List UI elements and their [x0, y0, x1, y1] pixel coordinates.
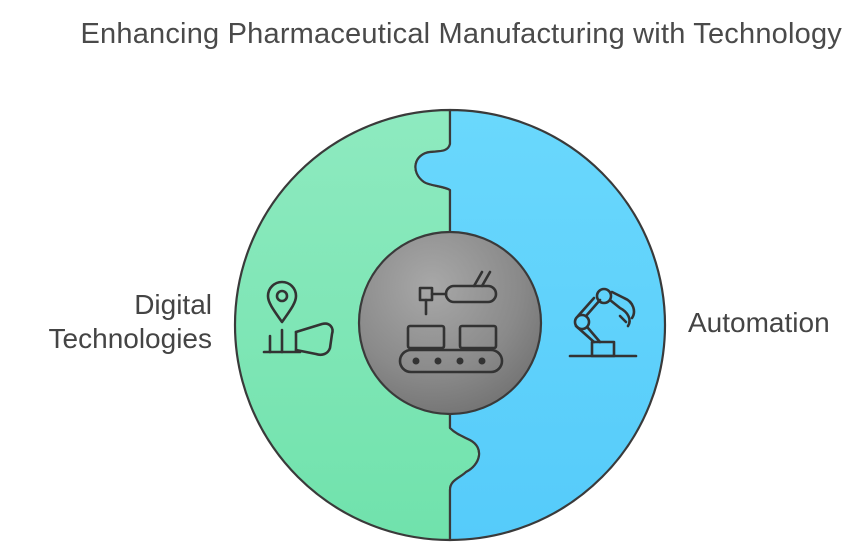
center-circle — [357, 230, 543, 416]
digital-technologies-label: Digital Technologies — [20, 288, 212, 356]
digital-technologies-label-line2: Technologies — [48, 323, 212, 354]
digital-technologies-label-line1: Digital — [134, 289, 212, 320]
automation-label: Automation — [688, 307, 830, 338]
location-pin-hand-icon — [262, 280, 334, 357]
conveyor-belt-robot-icon — [398, 270, 504, 374]
robotic-arm-icon — [568, 287, 638, 358]
diagram-title: Enhancing Pharmaceutical Manufacturing w… — [80, 18, 842, 50]
